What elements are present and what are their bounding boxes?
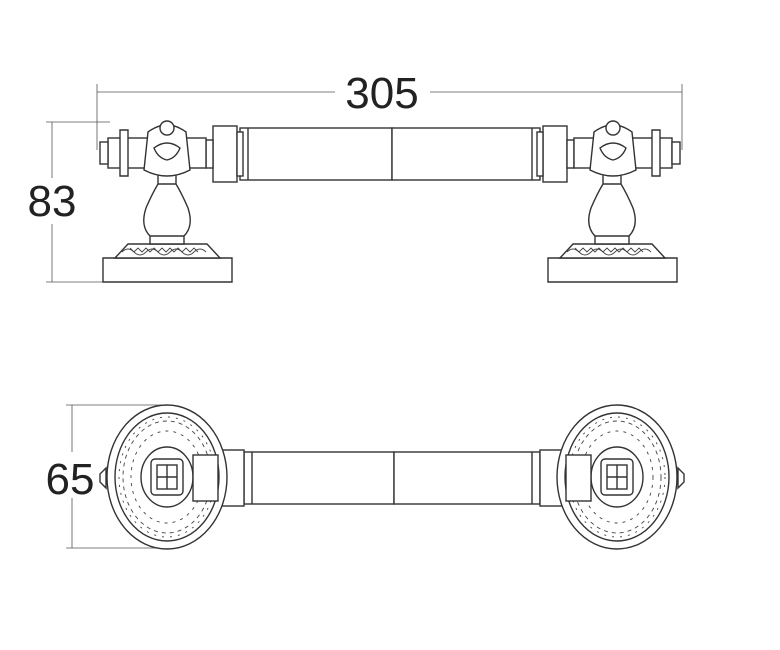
top-left-rosette — [99, 404, 228, 550]
front-right-post — [547, 120, 681, 283]
front-left-post — [99, 120, 233, 283]
top-right-rosette — [556, 404, 685, 550]
front-bar — [205, 125, 575, 183]
length-label: 305 — [345, 69, 418, 118]
top-view — [99, 404, 685, 550]
height-dimension: 83 — [20, 121, 110, 283]
depth-label: 65 — [46, 455, 95, 504]
front-view — [99, 120, 681, 283]
depth-dimension: 65 — [30, 404, 170, 549]
height-label: 83 — [28, 177, 77, 226]
length-dimension: 305 — [96, 69, 683, 150]
top-bar — [217, 449, 567, 507]
